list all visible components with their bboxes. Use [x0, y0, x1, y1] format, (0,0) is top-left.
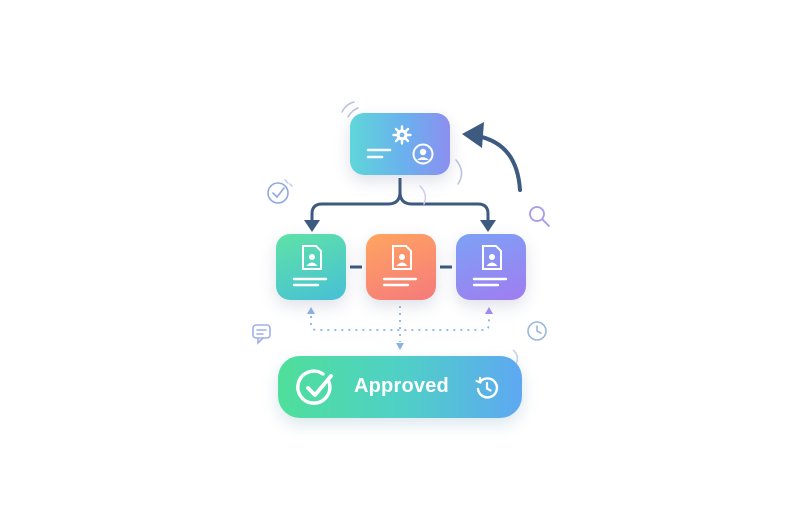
approved-label: Approved	[354, 375, 449, 397]
magnifier-icon	[529, 206, 550, 227]
manager-card-graphic	[366, 148, 392, 159]
gear-icon	[392, 125, 412, 145]
feedback-arrow-head	[462, 122, 484, 148]
history-clock-icon	[475, 376, 499, 399]
connector-tree-right	[398, 191, 490, 222]
user-document-icon	[382, 245, 418, 287]
arrow-head-left	[304, 220, 320, 232]
approved-status-bar: Approved	[278, 356, 522, 418]
arrow-head-right	[480, 220, 496, 232]
document-card-center	[366, 234, 436, 300]
feedback-arrow	[476, 134, 522, 192]
dotted-arrow-left	[307, 307, 315, 314]
chat-bubble-icon	[252, 324, 271, 345]
document-card-right	[456, 234, 526, 300]
document-card-left	[276, 234, 346, 300]
dotted-arrow-down	[396, 343, 404, 350]
dotted-flow	[310, 306, 490, 342]
connector-tree	[310, 178, 402, 222]
user-document-icon	[292, 245, 328, 287]
clock-icon	[527, 321, 547, 341]
checkmark-circle-icon	[296, 369, 333, 405]
user-document-icon	[472, 245, 508, 287]
manager-card	[350, 113, 450, 175]
text-lines	[366, 148, 392, 159]
motion-marks	[341, 101, 463, 205]
check-badge-icon	[267, 179, 293, 204]
dotted-arrow-right	[485, 307, 493, 314]
user-circle-icon	[412, 143, 434, 165]
